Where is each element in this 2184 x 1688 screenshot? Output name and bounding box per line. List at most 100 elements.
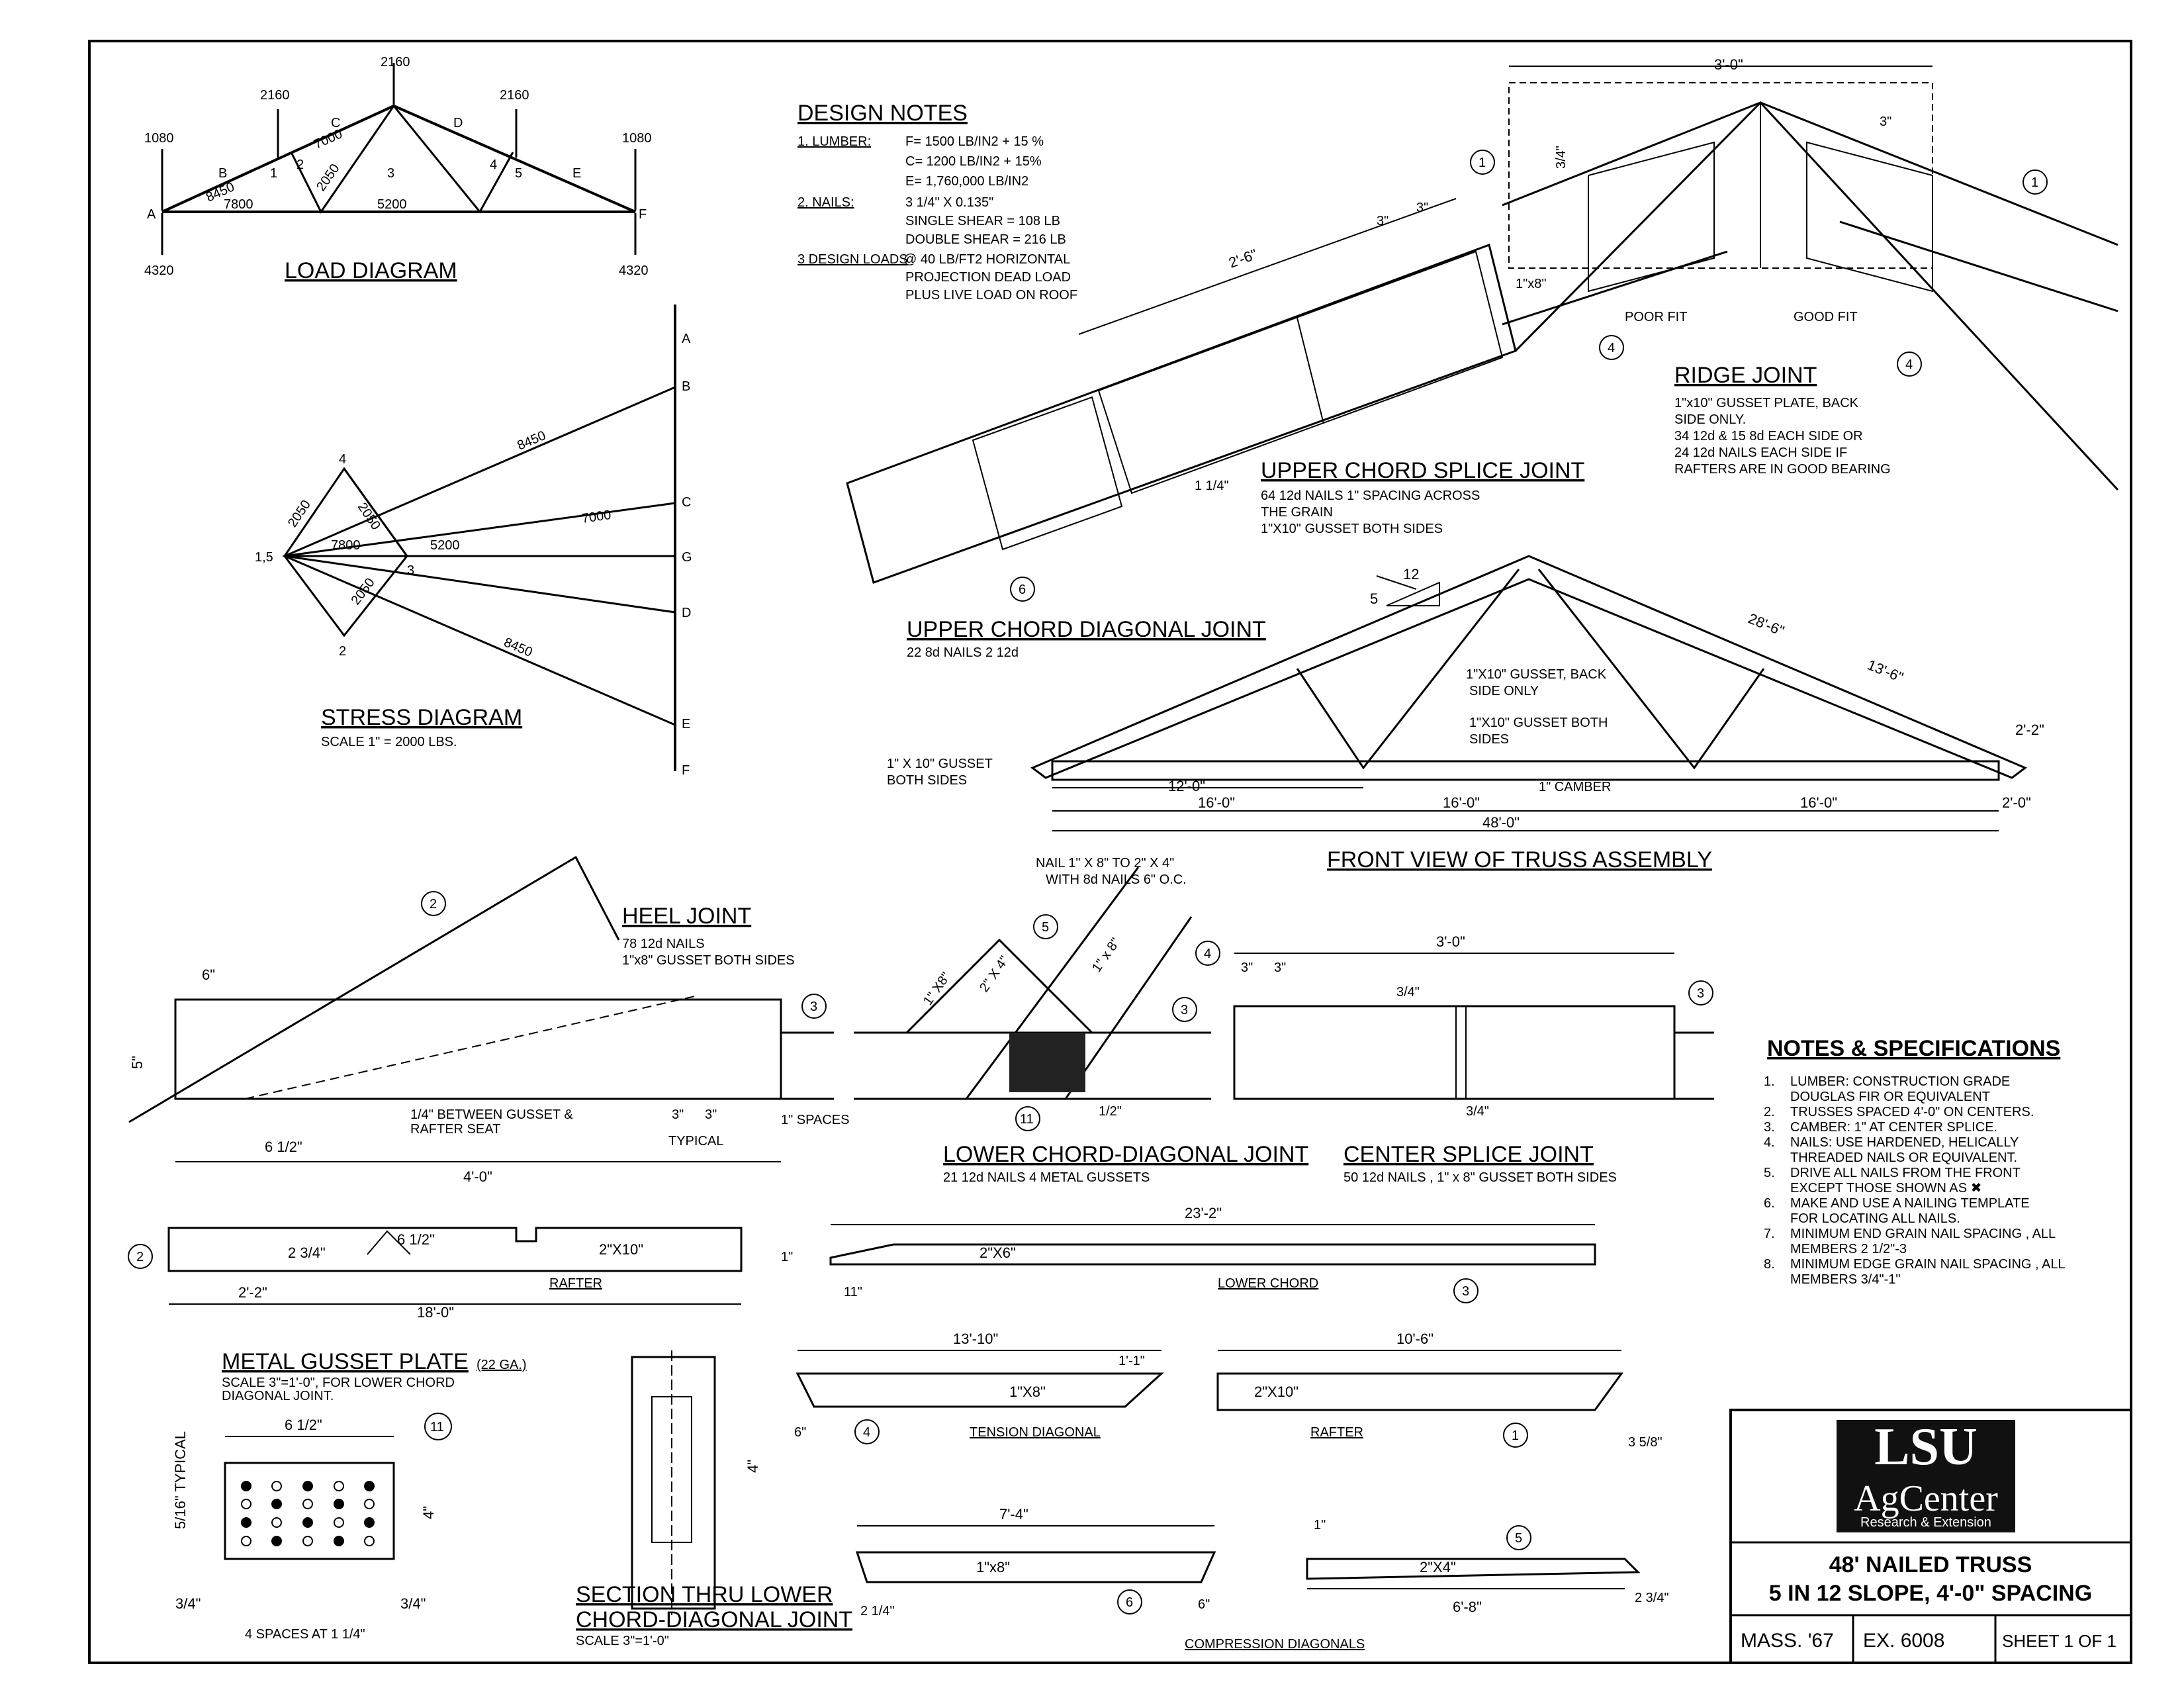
cd-left-dim-7-4: 7'-4" [999, 1506, 1028, 1523]
r1-dim-3-5-8: 3 5/8" [1628, 1435, 1662, 1450]
stress-2050-c: 2050 [348, 575, 377, 608]
stress-node-15: 1,5 [255, 550, 273, 565]
member-7800: 7800 [224, 197, 253, 212]
cd-right-tag-5: 5 [1515, 1531, 1522, 1546]
truss-note-3: 1"X10" GUSSET BOTH [1469, 716, 1608, 730]
cd-left-dim-6: 6" [1198, 1597, 1210, 1612]
gusset-spaces: 4 SPACES AT 1 1/4" [245, 1627, 365, 1642]
note-line: MINIMUM EDGE GRAIN NAIL SPACING , ALL [1790, 1257, 2066, 1272]
sheet-border [88, 40, 2132, 1664]
rafter-dim-2-2: 2'-2" [238, 1284, 267, 1301]
ridge-line-1: 1"x10" GUSSET PLATE, BACK [1674, 396, 1859, 410]
lc-dim-1: 1" [781, 1250, 793, 1264]
line-b: B [682, 379, 690, 394]
diagonal-line-1: 22 8d NAILS 2 12d [907, 645, 1019, 660]
title-block: LSU AgCenter Research & Extension 48' NA… [1729, 1409, 2132, 1664]
design-notes-lumber-label: 1. LUMBER: [797, 134, 871, 149]
slope-12: 12 [1403, 566, 1419, 583]
note-line: DRIVE ALL NAILS FROM THE FRONT [1790, 1166, 2021, 1180]
lcd-label-2x4: 2" X 4" [977, 953, 1012, 995]
note-line: MEMBERS 2 1/2"-3 [1790, 1242, 1907, 1256]
gusset-tag-11: 11 [430, 1420, 444, 1434]
truss-dim-13-6: 13'-6" [1865, 656, 1905, 685]
lower-chord-diagonal-joint: NAIL 1" X 8" TO 2" X 4" WITH 8d NAILS 6"… [854, 856, 1308, 1185]
design-notes-nails-3: DOUBLE SHEAR = 216 LB [905, 232, 1066, 247]
lower-chord-diagonal-title: LOWER CHORD-DIAGONAL JOINT [943, 1142, 1308, 1167]
cs-tag-3: 3 [1697, 986, 1704, 1001]
td-tag-4: 4 [863, 1425, 870, 1440]
line-c: C [682, 495, 691, 510]
load-end-left: 1080 [144, 131, 174, 146]
cd-right-dim-2-3-4: 2 3/4" [1635, 1591, 1669, 1605]
ridge-line-5: RAFTERS ARE IN GOOD BEARING [1674, 462, 1891, 477]
r1-dim-10-6: 10'-6" [1396, 1331, 1433, 1347]
td-dim-6: 6" [794, 1425, 806, 1440]
gusset-hole [364, 1481, 375, 1491]
cs-dim-3a: 3" [1241, 961, 1253, 975]
lc-label: LOWER CHORD [1218, 1276, 1318, 1291]
section-lower-chord: 4" SECTION THRU LOWER CHORD-DIAGONAL JOI… [576, 1350, 852, 1648]
gusset-hole [364, 1517, 375, 1528]
heel-tag-2: 2 [430, 897, 437, 912]
cs-dim-3-4b: 3/4" [1466, 1104, 1489, 1119]
load-end-right: 1080 [622, 131, 652, 146]
node-d: D [453, 116, 463, 130]
ridge-tag-4-right: 4 [1905, 357, 1913, 372]
truss-dim-2-0: 2'-0" [2002, 794, 2031, 811]
design-notes-loads-label: 3 DESIGN LOADS [797, 252, 908, 267]
stress-diagram-scale: SCALE 1" = 2000 LBS. [321, 735, 457, 749]
title-cell-sheet: SHEET 1 OF 1 [2002, 1631, 2116, 1651]
td-dim-1-1: 1'-1" [1118, 1354, 1145, 1368]
upper-chord-diagonal-title: UPPER CHORD DIAGONAL JOINT [907, 617, 1266, 642]
truss-dim-28-6: 28'-6" [1746, 610, 1786, 639]
rafter-dim-6-1-2: 6 1/2" [397, 1231, 435, 1248]
gusset-hole [334, 1517, 344, 1528]
lcd-label-1x8b: 1" x 8" [1089, 935, 1123, 975]
gusset-scale-2: DIAGONAL JOINT. [222, 1389, 334, 1403]
metal-gusset-plate: METAL GUSSET PLATE (22 GA.) SCALE 3"=1'-… [172, 1349, 527, 1642]
ridge-poor-fit: POOR FIT [1625, 310, 1687, 324]
heel-dim-1-spaces: 1" SPACES [781, 1113, 849, 1127]
note-line: MINIMUM END GRAIN NAIL SPACING , ALL [1790, 1227, 2056, 1241]
upper-chord-splice-title: UPPER CHORD SPLICE JOINT [1261, 458, 1584, 483]
gusset-hole [271, 1499, 282, 1509]
design-notes-nails-label: 2. NAILS: [797, 195, 854, 210]
node-1: 1 [270, 166, 277, 181]
ridge-good-fit: GOOD FIT [1794, 310, 1858, 324]
notes-specifications: NOTES & SPECIFICATIONS 1.LUMBER: CONSTRU… [1764, 1036, 2066, 1287]
cd-right-dim-1: 1" [1314, 1518, 1326, 1532]
part-rafter-2x10: 2 2"X10" 2 3/4" 6 1/2" 2'-2" 18'-0" RAFT… [128, 1227, 743, 1321]
notes-specs-title: NOTES & SPECIFICATIONS [1767, 1036, 2060, 1061]
lcd-note-1: NAIL 1" X 8" TO 2" X 4" [1036, 856, 1174, 870]
lc-dim-23-2: 23'-2" [1185, 1205, 1222, 1221]
heel-line-1: 78 12d NAILS [622, 937, 705, 951]
design-notes-loads-1: @ 40 LB/FT2 HORIZONTAL [903, 252, 1070, 267]
front-view-truss: 12'-0" 16'-0" 16'-0" 16'-0" 48'-0" 2'-0"… [887, 555, 2044, 872]
heel-dim-6: 6" [202, 966, 215, 983]
part-tension-diagonal: 13'-10" 1'-1" 6" 1"X8" TENSION DIAGONAL … [794, 1331, 1164, 1444]
note-number: 6. [1764, 1196, 1775, 1211]
metal-gusset-block [1009, 1033, 1085, 1092]
heel-dim-4-0: 4'-0" [463, 1168, 492, 1185]
note-number: 4. [1764, 1135, 1775, 1150]
member-5200: 5200 [377, 197, 407, 212]
splice-dim-3a: 3" [1377, 214, 1388, 228]
td-label: TENSION DIAGONAL [970, 1425, 1101, 1440]
lcd-note-2: WITH 8d NAILS 6" O.C. [1046, 872, 1187, 887]
r1-size: 2"X10" [1254, 1383, 1298, 1400]
truss-dim-16-0-b: 16'-0" [1443, 794, 1480, 811]
gusset-scale-1: SCALE 3"=1'-0", FOR LOWER CHORD [222, 1376, 455, 1390]
rafter-label: RAFTER [549, 1276, 602, 1291]
rafter-dim-18-0: 18'-0" [417, 1304, 454, 1321]
cd-left-tag-6: 6 [1126, 1595, 1133, 1610]
truss-note-1: 1"X10" GUSSET, BACK [1466, 667, 1607, 682]
gusset-dim-5-16: 5/16" TYPICAL [172, 1431, 189, 1529]
member-2050: 2050 [314, 162, 343, 194]
node-5: 5 [515, 166, 522, 181]
stress-node-4: 4 [339, 452, 346, 467]
gusset-hole [302, 1481, 313, 1491]
center-splice-joint: 3'-0" 3" 3" 3/4" 3/4" 3 CENTER SPLICE JO… [1233, 933, 1714, 1185]
title-line-2: 5 IN 12 SLOPE, 4'-0" SPACING [1769, 1581, 2092, 1606]
truss-note-2: SIDE ONLY [1469, 684, 1539, 698]
